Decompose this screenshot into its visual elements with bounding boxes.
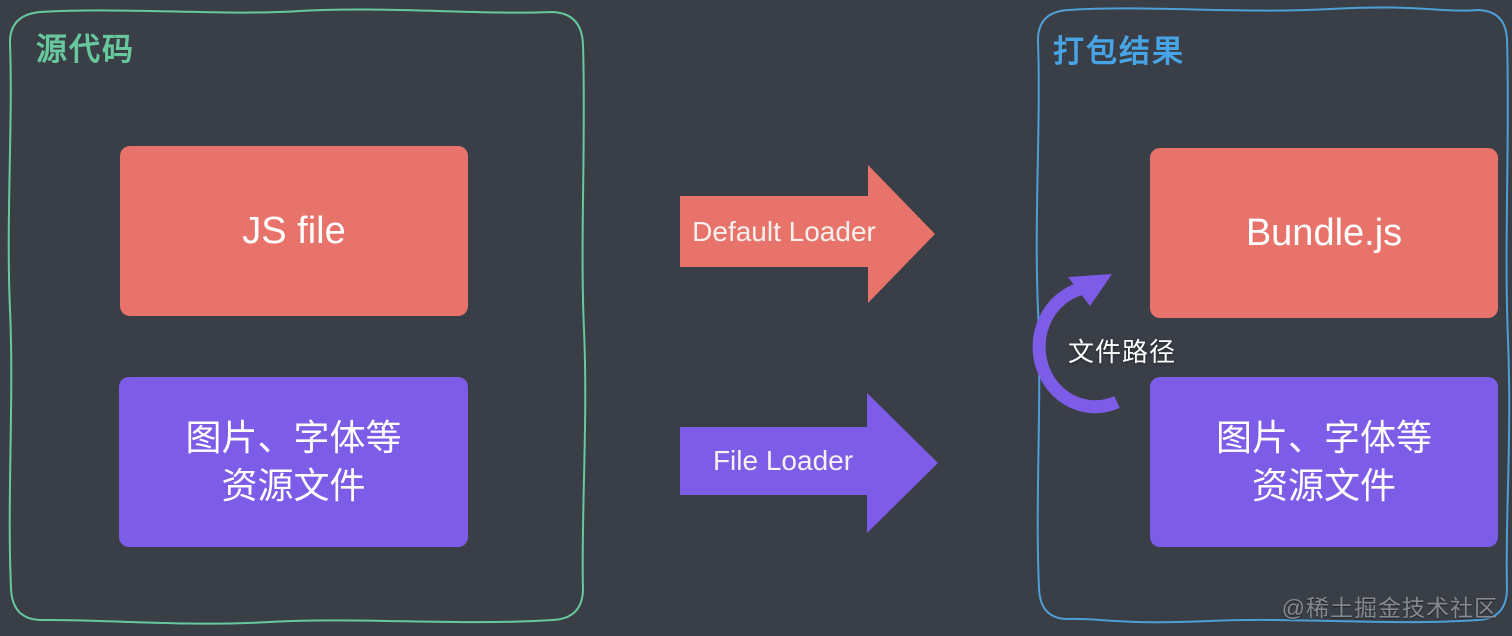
file-path-arrowhead bbox=[1068, 274, 1112, 306]
bundle-js-label: Bundle.js bbox=[1245, 211, 1403, 254]
source-assets-label-line2: 资源文件 bbox=[221, 465, 366, 506]
output-group-title: 打包结果 bbox=[1053, 34, 1185, 69]
source-group-title: 源代码 bbox=[36, 32, 135, 67]
default-loader-arrow-label: Default Loader bbox=[692, 215, 876, 247]
output-assets-box: 图片、字体等 资源文件 bbox=[1150, 377, 1498, 547]
output-assets-label-line2: 资源文件 bbox=[1251, 465, 1396, 506]
source-assets-box: 图片、字体等 资源文件 bbox=[119, 377, 468, 547]
output-assets-label-line1: 图片、字体等 bbox=[1215, 417, 1432, 458]
bundle-js-box: Bundle.js bbox=[1150, 148, 1498, 318]
source-assets-label-line1: 图片、字体等 bbox=[185, 417, 402, 458]
file-loader-arrow-label: File Loader bbox=[712, 445, 854, 476]
js-file-label: JS file bbox=[242, 209, 346, 252]
watermark-text: @稀土掘金技术社区 bbox=[1281, 595, 1498, 621]
js-file-box: JS file bbox=[120, 146, 468, 316]
file-path-label: 文件路径 bbox=[1068, 337, 1177, 367]
